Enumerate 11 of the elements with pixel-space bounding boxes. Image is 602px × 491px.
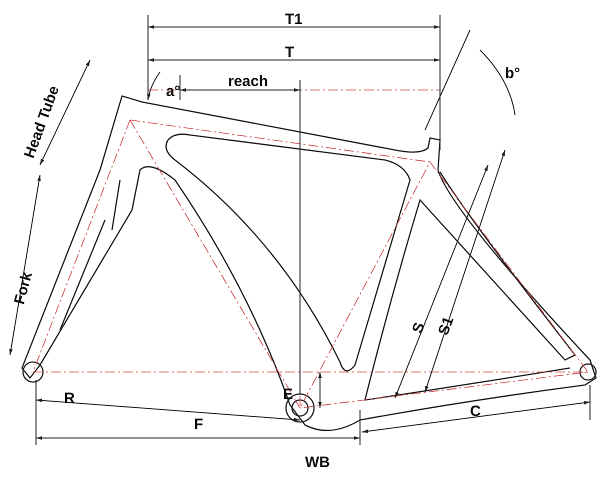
dimension-label: F	[194, 417, 204, 432]
dimension-label: T1	[285, 12, 303, 27]
dimension-label: T	[285, 45, 294, 60]
dimension-label: S1	[436, 314, 456, 338]
dimension-label: C	[470, 404, 481, 419]
dimension-label: reach	[228, 74, 268, 89]
dimension-label: Fork	[12, 270, 35, 306]
dimension-label: Head Tube	[22, 84, 62, 160]
dimension-label: b°	[505, 66, 520, 81]
dimension-label: WB	[305, 455, 330, 470]
dimension-label: S	[410, 320, 428, 336]
